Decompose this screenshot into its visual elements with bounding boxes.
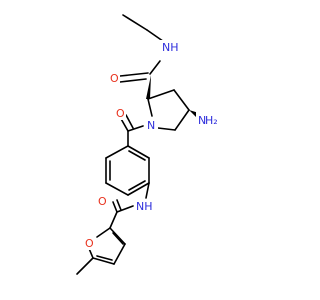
bond-furan-c3-c4 xyxy=(113,243,126,265)
bond-benz-4 xyxy=(105,182,129,196)
molecule-structure: NH O N H₂ N O NH O O xyxy=(76,14,220,275)
bond-co-o-2 xyxy=(116,199,122,211)
atom-amine-h2: H₂ xyxy=(205,114,218,127)
bond-amide-c-o-2 xyxy=(119,78,147,83)
atom-furanamide-o: O xyxy=(98,195,107,208)
bond-amide-c-o-1 xyxy=(119,72,149,77)
bond-ring-c2-c3 xyxy=(147,89,175,100)
bond-co-furan xyxy=(109,211,118,229)
bond-furan-c4-c5 xyxy=(92,257,115,265)
atom-amide-o: O xyxy=(110,72,119,85)
bond-benz-inner-1 xyxy=(128,150,146,161)
bond-nh-co xyxy=(116,205,134,213)
atom-anilide-nh: NH xyxy=(136,200,153,213)
bond-furan-inner-1 xyxy=(112,232,124,245)
bond-aryl-nh xyxy=(145,182,150,199)
bond-ring-c3-c4 xyxy=(173,89,190,111)
bond-furan-methyl xyxy=(76,257,94,275)
atom-furan-ring-o: O xyxy=(85,237,94,250)
bond-benz-3 xyxy=(127,182,150,196)
atom-carbonyl-o: O xyxy=(116,107,125,120)
bond-wedge-c2 xyxy=(146,75,151,99)
atom-amine-n: N xyxy=(198,114,206,127)
bond-ring-c4-c5 xyxy=(174,109,190,131)
bond-ring-c5-n1 xyxy=(157,127,176,131)
bond-n1-carbonyl xyxy=(127,125,144,132)
bond-ethyl-ch3 xyxy=(122,14,148,31)
bond-furan-c2-c3 xyxy=(109,227,126,245)
atom-amide-nh: NH xyxy=(162,41,179,54)
bonds xyxy=(76,14,199,275)
bond-carbonyl-o-2 xyxy=(125,114,134,129)
bond-benz-inner-2 xyxy=(128,180,146,191)
atom-pyrrolidine-n: N xyxy=(147,119,155,132)
bond-furan-o-c2 xyxy=(96,227,111,238)
bond-benz-1 xyxy=(127,145,150,159)
bond-benz-6 xyxy=(105,145,129,159)
bond-furan-inner-2 xyxy=(96,255,113,261)
bond-ring-n1-c2 xyxy=(147,98,153,117)
bond-co-o-1 xyxy=(112,201,118,213)
bond-amide-c-n xyxy=(149,60,161,75)
atom-labels: NH O N H₂ N O NH O O xyxy=(83,40,220,250)
